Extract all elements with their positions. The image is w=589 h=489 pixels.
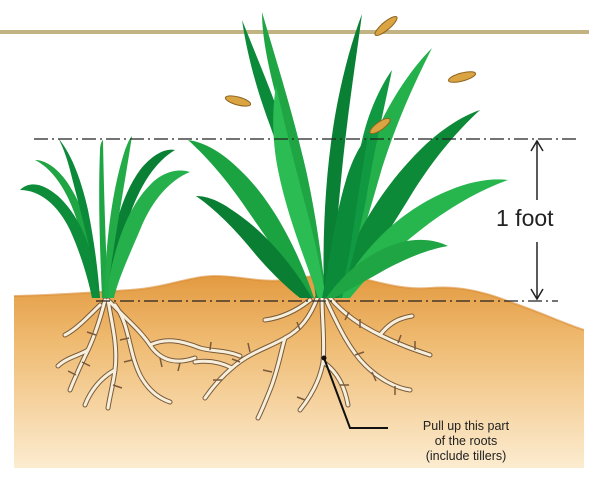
measurement-label: 1 foot (496, 205, 554, 232)
left-rice-plant (20, 136, 190, 298)
callout-line-2: of the roots (391, 434, 541, 449)
callout-line-3: (include tillers) (391, 449, 541, 464)
right-rice-plant (188, 12, 508, 298)
callout-anchor-dot (322, 356, 327, 361)
callout-line-1: Pull up this part (391, 419, 541, 434)
top-rule (0, 30, 589, 34)
callout-text: Pull up this part of the roots (include … (391, 419, 541, 464)
